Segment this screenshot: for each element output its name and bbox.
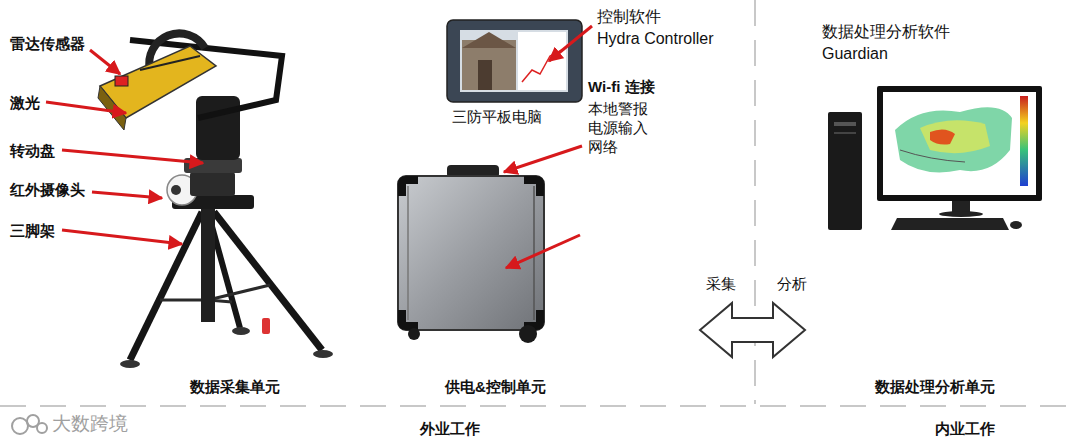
work-region: 外业工作 数据采集单元 供电&控制单元 xyxy=(0,0,755,441)
divider-line xyxy=(754,0,756,404)
part-label: 红外摄像头 xyxy=(10,180,85,199)
double-arrow xyxy=(700,303,805,357)
software-name: Hydra Controller xyxy=(597,29,713,48)
flow-label: 采集 xyxy=(706,274,736,293)
unit-region: 供电&控制单元 xyxy=(385,0,700,402)
power-control-case xyxy=(398,165,544,343)
unit-region: 数据采集单元 xyxy=(0,0,380,402)
software-label: 数据处理分析软件 xyxy=(822,22,950,41)
leader-arrow xyxy=(46,26,592,268)
unit-title: 数据采集单元 xyxy=(190,378,280,396)
feature-heading: Wi-fi 连接 xyxy=(588,77,655,96)
unit-title: 供电&控制单元 xyxy=(445,378,546,396)
computer xyxy=(828,86,1042,230)
part-label: 转动盘 xyxy=(10,141,55,160)
feature-list: 本地警报 电源输入 网络 xyxy=(588,99,658,156)
watermark: 大数跨境 xyxy=(52,414,128,433)
device-label: 三防平板电脑 xyxy=(452,107,542,126)
scanner-device xyxy=(98,33,333,368)
work-region: 内业工作 数据处理分析单元 xyxy=(755,0,1080,441)
part-label: 雷达传感器 xyxy=(10,34,85,53)
unit-title: 数据处理分析单元 xyxy=(875,378,995,396)
unit-title: 内业工作 xyxy=(935,420,995,438)
software-label: 控制软件 xyxy=(597,7,661,26)
flow-label: 分析 xyxy=(777,274,807,293)
watermark-logo xyxy=(12,415,47,434)
tablet-pc xyxy=(447,20,582,102)
unit-title: 外业工作 xyxy=(420,420,480,438)
part-label: 三脚架 xyxy=(10,221,55,240)
divider-line xyxy=(0,405,1080,407)
software-name: Guardian xyxy=(822,44,888,63)
part-label: 激光 xyxy=(10,93,40,112)
